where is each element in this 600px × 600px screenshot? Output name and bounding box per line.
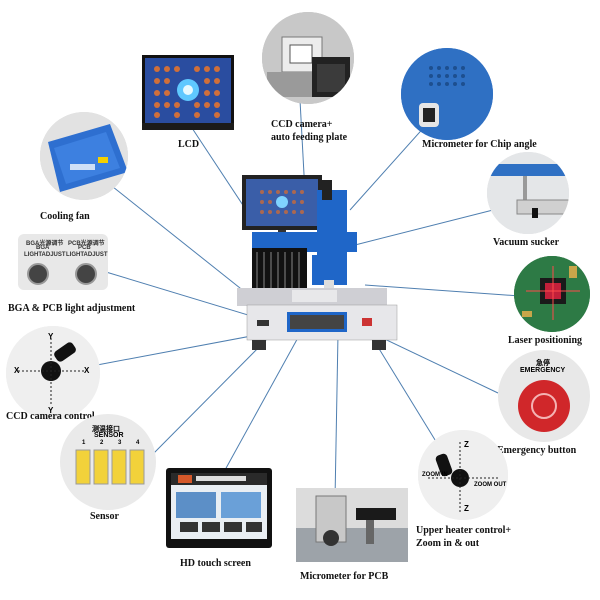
cooling-fan-photo: [40, 112, 128, 200]
vacuum-sucker-photo: [487, 152, 569, 234]
sensor-text: SENSOR: [94, 432, 124, 439]
rework-machine: [237, 175, 398, 350]
sensor-port-1-number: 1: [82, 440, 86, 446]
micrometer-pcb-photo: [296, 488, 408, 562]
label-micrometer-pcb: Micrometer for PCB: [300, 571, 389, 582]
lcd-photo: [142, 55, 234, 130]
emergency-text: EMERGENCY: [520, 367, 566, 374]
hd-touch-screen-photo: [166, 468, 272, 548]
label-micrometer-chip: Micrometer for Chip angle: [422, 139, 537, 150]
label-ccd-control: CCD camera control: [6, 411, 95, 422]
label-lcd: LCD: [178, 139, 200, 150]
upper-heater-photo: Z Z ZOOM IN ZOOM OUT: [418, 430, 508, 520]
label-hd-touch-screen: HD touch screen: [180, 558, 251, 569]
machine-head: [317, 190, 347, 265]
ccd-axis-y-bottom: Y: [48, 406, 54, 415]
sensor-port-3: [111, 449, 127, 485]
sensor-cn-text: 测温接口: [92, 426, 120, 433]
heater-axis-z-top: Z: [464, 440, 469, 449]
light-adjustment-photo: BGA光源调节 BGA LIGHTADJUST PCB光源调节 PCB LIGH…: [18, 234, 108, 290]
sensor-port-3-number: 3: [118, 440, 122, 446]
ccd-axis-x-right: X: [84, 366, 90, 375]
label-laser-positioning: Laser positioning: [508, 335, 582, 346]
bga-text: BGA: [36, 245, 50, 251]
bga-light-adjust-text: LIGHTADJUST: [24, 252, 66, 258]
label-ccd-camera: CCD camera+: [271, 119, 333, 130]
label-vacuum-sucker: Vacuum sucker: [493, 237, 560, 248]
sensor-photo: 测温接口 SENSOR 1 2 3 4: [60, 414, 156, 510]
emergency-button-photo: 急停 EMERGENCY: [498, 350, 590, 442]
ccd-axis-x-left: X: [14, 366, 20, 375]
sensor-port-1: [75, 449, 91, 485]
laser-positioning-photo: [514, 256, 590, 332]
pcb-light-adjust-text: LIGHTADJUST: [66, 252, 108, 258]
bga-light-cn-text: BGA光源调节: [26, 241, 64, 247]
sensor-port-2-number: 2: [100, 440, 104, 446]
label-upper-heater: Upper heater control+: [416, 525, 512, 536]
ccd-control-photo: Y Y X X: [6, 326, 100, 420]
label-zoom: Zoom in & out: [416, 538, 480, 549]
zoom-in-text: ZOOM IN: [422, 472, 448, 478]
label-sensor: Sensor: [90, 511, 119, 522]
pcb-light-cn-text: PCB光源调节: [68, 241, 105, 247]
sensor-port-4-number: 4: [136, 440, 140, 446]
pcb-light-knob: [75, 263, 97, 285]
ccd-camera-photo: [262, 12, 354, 104]
label-emergency-button: Emergency button: [497, 445, 577, 456]
micrometer-chip-photo: [401, 48, 493, 140]
label-auto-feeding-plate: auto feeding plate: [271, 132, 348, 143]
label-light-adjustment: BGA & PCB light adjustment: [8, 303, 136, 314]
sensor-port-4: [129, 449, 145, 485]
pcb-text: PCB: [78, 245, 91, 251]
heater-axis-z-bottom: Z: [464, 504, 469, 513]
emergency-cn-text: 急停: [536, 360, 550, 367]
bga-light-knob: [27, 263, 49, 285]
sensor-port-2: [93, 449, 109, 485]
label-cooling-fan: Cooling fan: [40, 211, 90, 222]
ccd-axis-y-top: Y: [48, 332, 54, 341]
emergency-red-knob: [518, 380, 570, 432]
zoom-out-text: ZOOM OUT: [474, 482, 507, 488]
